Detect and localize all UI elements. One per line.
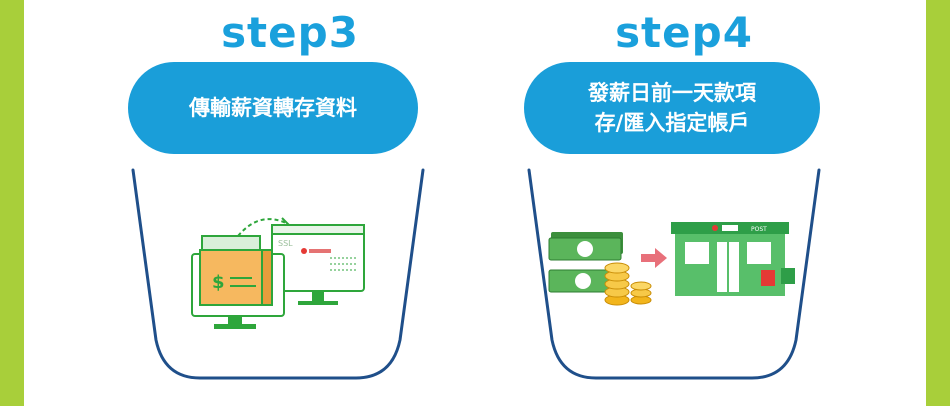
step4-label-line1: 發薪日前一天款項: [588, 81, 756, 105]
file-transfer-illustration: SSL $: [191, 217, 365, 329]
step4-bucket-outline: [527, 168, 821, 380]
post-office-building-icon: POST: [671, 222, 795, 296]
post-label: POST: [751, 226, 767, 233]
step3-label-pill: 傳輸薪資轉存資料: [128, 62, 418, 154]
cash-stack-icon: [548, 232, 623, 293]
step4-title: step4: [615, 8, 753, 57]
dollar-sign: $: [212, 272, 225, 293]
coin-stack-icon: [604, 262, 652, 306]
cash-to-post-office-illustration: POST: [548, 222, 795, 306]
ssl-label: SSL: [278, 239, 293, 248]
right-accent-bar: [926, 0, 950, 406]
step3-title: step3: [221, 8, 359, 57]
step4-label-line2: 存/匯入指定帳戶: [594, 111, 750, 135]
step3-label-text: 傳輸薪資轉存資料: [189, 96, 357, 120]
step3-bucket-outline: [131, 168, 425, 380]
step4-label-pill: 發薪日前一天款項 存/匯入指定帳戶: [524, 62, 820, 154]
left-accent-bar: [0, 0, 24, 406]
arrow-right-icon: [641, 248, 667, 268]
